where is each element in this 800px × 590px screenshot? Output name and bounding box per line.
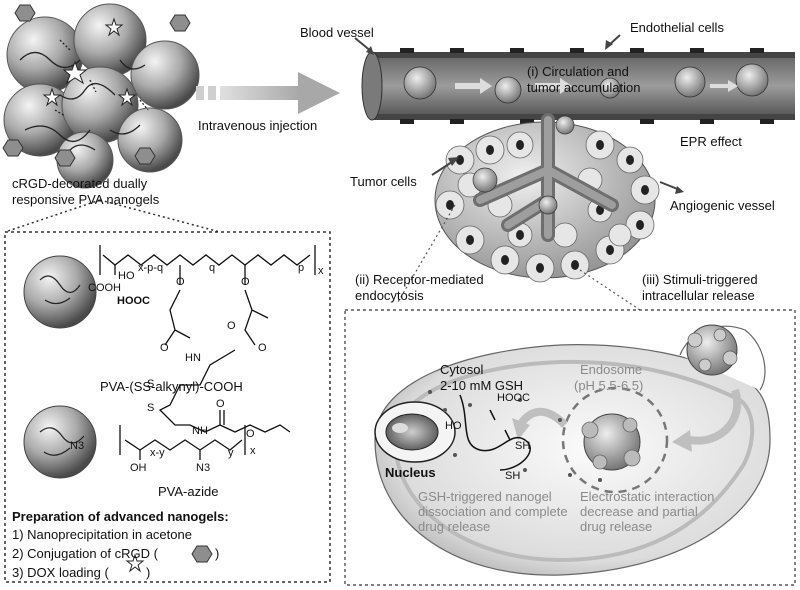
chain-sh-1: SH: [515, 440, 531, 452]
cytosol-label-line2: 2-10 mM GSH: [440, 378, 524, 393]
chain-ho: HO: [445, 420, 462, 432]
gsh-label-line3: drug release: [418, 519, 491, 534]
atom-hn: HN: [185, 352, 201, 364]
nucleus: [374, 401, 456, 463]
preparation-step-1: 1) Nanoprecipitation in acetone: [12, 527, 192, 542]
atom-o-5: O: [258, 342, 267, 354]
pva-ss-structure: [99, 245, 316, 433]
dox-dots: [428, 390, 602, 482]
step-2-close: ): [215, 546, 220, 561]
injection-label: Intravenous injection: [198, 118, 318, 133]
dox-star-icon: [125, 553, 145, 573]
endocytosis-label-line1: (ii) Receptor-mediated: [355, 272, 484, 287]
atom-o-2: O: [241, 276, 250, 288]
pva-ss-label: PVA-(SS-alkynyl)-COOH: [100, 379, 243, 394]
atom-o-6: O: [216, 398, 225, 410]
nanogel-cluster: [2, 3, 200, 189]
pva-ss-label-text: PVA-(SS-alkynyl)-COOH: [100, 379, 243, 394]
step-3-text: 3) DOX loading (: [12, 565, 109, 580]
atom-o-4: O: [227, 320, 236, 332]
atom-o-3: O: [160, 342, 169, 354]
release-label-line2: intracellular release: [642, 288, 755, 303]
atom-o-7: O: [246, 428, 255, 440]
atom-s-1: S: [147, 378, 155, 390]
injection-arrow: [196, 72, 340, 114]
electro-label-line2: decrease and partial: [580, 504, 698, 519]
preparation-step-2: 2) Conjugation of cRGD (: [12, 546, 158, 561]
cytosol-label-line1: Cytosol: [440, 362, 484, 377]
nanogel-title-line2: responsive PVA nanogels: [12, 192, 160, 207]
subscript-y: y: [228, 447, 234, 459]
preparation-title: Preparation of advanced nanogels:: [12, 509, 229, 524]
polymer-chains: [459, 394, 531, 471]
endosome: [561, 386, 669, 494]
cell-box: [344, 309, 796, 586]
preparation-step-3: 3) DOX loading (: [12, 565, 109, 580]
gsh-label-line1: GSH-triggered nanogel: [418, 489, 552, 504]
preparation-box: [4, 231, 331, 583]
atom-s-2: S: [147, 402, 155, 414]
pva-azide-nanogel-icon: [23, 405, 97, 479]
blood-vessel: [354, 34, 795, 124]
chain-hooc: HOOC: [497, 392, 530, 404]
pva-ss-nanogel-icon: [23, 255, 97, 329]
subscript-x-2: x: [250, 445, 256, 457]
circulation-label-line1: (i) Circulation and: [527, 64, 629, 79]
electro-label-line1: Electrostatic interaction: [580, 489, 715, 504]
atom-ho-1: HO: [118, 270, 135, 282]
atom-oh: OH: [130, 462, 147, 474]
atom-o-1: O: [176, 276, 185, 288]
endosome-label-line2: (pH 5.5-6.5): [574, 378, 644, 393]
subscript-q: q: [209, 262, 216, 274]
release-label-line1: (iii) Stimuli-triggered: [642, 272, 758, 287]
epr-label: EPR effect: [680, 134, 742, 149]
blood-vessel-label: Blood vessel: [300, 25, 374, 40]
atom-cooh-ball: COOH: [88, 282, 121, 294]
step-2-text: 2) Conjugation of cRGD (: [12, 546, 158, 561]
atom-n3-ball: N3: [70, 440, 85, 452]
subscript-p: p: [298, 262, 305, 274]
endocytosis-label-line2: endocytosis: [355, 288, 424, 303]
gsh-label-line2: dissociation and complete: [418, 504, 568, 519]
nanogel-title-line1: cRGD-decorated dually: [12, 176, 148, 191]
tumor: [431, 113, 684, 283]
tumor-cells-label: Tumor cells: [350, 174, 417, 189]
subscript-x: x: [318, 265, 324, 277]
chain-sh-2: SH: [505, 470, 521, 482]
endosome-label-line1: Endosome: [580, 362, 643, 377]
subscript-xpq: x-p-q: [138, 262, 164, 274]
internalizing-nanogel: [686, 324, 738, 376]
electro-label-line3: drug release: [580, 519, 653, 534]
atom-hooc: HOOC: [117, 295, 150, 307]
subscript-xy: x-y: [150, 447, 165, 459]
circulation-label-line2: tumor accumulation: [527, 80, 641, 95]
nucleus-label: Nucleus: [385, 465, 436, 480]
atom-nh: NH: [192, 425, 208, 437]
endothelial-label: Endothelial cells: [630, 20, 724, 35]
pva-azide-label: PVA-azide: [158, 484, 219, 499]
angiogenic-label: Angiogenic vessel: [670, 198, 775, 213]
atom-n3: N3: [196, 462, 211, 474]
step-3-close: ): [146, 565, 151, 580]
crgd-hexagon-icon: [191, 545, 213, 563]
pva-azide-structure: [119, 425, 246, 460]
